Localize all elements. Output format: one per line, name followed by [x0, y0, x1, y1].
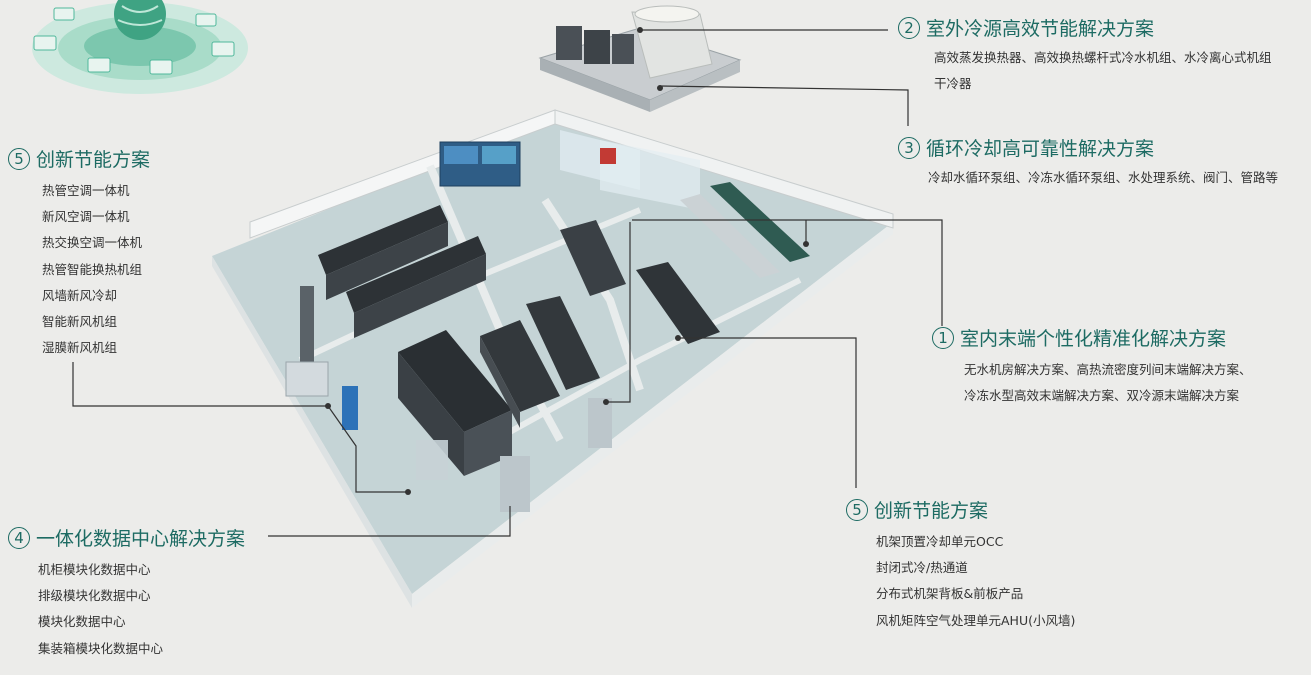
callout-connector-lines	[72, 29, 943, 537]
item-list: 机柜模块化数据中心 排级模块化数据中心 模块化数据中心 集装箱模块化数据中心	[38, 557, 245, 662]
callout-title: 创新节能方案	[36, 149, 151, 171]
callout-title: 室内末端个性化精准化解决方案	[960, 328, 1227, 350]
item-list: 机架顶置冷却单元OCC 封闭式冷/热通道 分布式机架背板&前板产品 风机矩阵空气…	[876, 529, 1075, 634]
list-item: 集装箱模块化数据中心	[38, 640, 164, 656]
list-item: 风墙新风冷却	[42, 287, 118, 303]
callout-number: 1	[932, 326, 954, 349]
list-item: 热交换空调一体机	[42, 235, 143, 251]
callout-number: 3	[898, 136, 920, 159]
callout-title: 循环冷却高可靠性解决方案	[926, 138, 1155, 160]
rooftop-cooling-platform	[538, 5, 742, 112]
list-item: 新风空调一体机	[42, 209, 130, 225]
item-list: 热管空调一体机 新风空调一体机 热交换空调一体机 热管智能换热机组 风墙新风冷却…	[42, 178, 150, 361]
callout-innovation-right: 5 创新节能方案 机架顶置冷却单元OCC 封闭式冷/热通道 分布式机架背板&前板…	[846, 496, 1075, 634]
callout-circulation-cooling: 3 循环冷却高可靠性解决方案 冷却水循环泵组、冷冻水循环泵组、水处理系统、阀门、…	[898, 134, 1278, 191]
callout-number: 5	[846, 498, 868, 521]
network-globe-icon	[32, 0, 248, 94]
callout-outdoor-cooling: 2 室外冷源高效节能解决方案 高效蒸发换热器、高效换热螺杆式冷水机组、水冷离心式…	[898, 14, 1272, 97]
callout-number: 2	[898, 16, 920, 39]
callout-title: 室外冷源高效节能解决方案	[926, 18, 1155, 40]
description-line: 冷冻水型高效末端解决方案、双冷源末端解决方案	[964, 388, 1240, 403]
callout-innovation-left: 5 创新节能方案 热管空调一体机 新风空调一体机 热交换空调一体机 热管智能换热…	[8, 145, 150, 361]
callout-number: 5	[8, 147, 30, 170]
list-item: 热管空调一体机	[42, 183, 130, 198]
rack-row-group	[285, 182, 810, 512]
list-item: 排级模块化数据中心	[38, 588, 151, 604]
callout-indoor-terminal: 1 室内末端个性化精准化解决方案 无水机房解决方案、高热流密度列间末端解决方案、…	[932, 324, 1252, 409]
list-item: 热管智能换热机组	[42, 261, 143, 277]
list-item: 湿膜新风机组	[42, 340, 118, 356]
list-item: 机架顶置冷却单元OCC	[876, 534, 1004, 549]
description-line: 高效蒸发换热器、高效换热螺杆式冷水机组、水冷离心式机组	[934, 50, 1272, 65]
callout-title: 创新节能方案	[874, 500, 989, 522]
list-item: 分布式机架背板&前板产品	[876, 586, 1024, 602]
description-line: 冷却水循环泵组、冷冻水循环泵组、水处理系统、阀门、管路等	[928, 170, 1279, 185]
callout-title: 一体化数据中心解决方案	[36, 528, 246, 550]
list-item: 机柜模块化数据中心	[38, 562, 151, 577]
connector-endpoints	[325, 27, 809, 495]
callout-description: 无水机房解决方案、高热流密度列间末端解决方案、 冷冻水型高效末端解决方案、双冷源…	[964, 357, 1252, 409]
callout-description: 高效蒸发换热器、高效换热螺杆式冷水机组、水冷离心式机组 干冷器	[934, 45, 1272, 97]
callout-number: 4	[8, 526, 30, 549]
callout-description: 冷却水循环泵组、冷冻水循环泵组、水处理系统、阀门、管路等	[928, 165, 1278, 191]
list-item: 风机矩阵空气处理单元AHU(小风墙)	[876, 612, 1076, 628]
list-item: 智能新风机组	[42, 314, 118, 330]
description-line: 干冷器	[934, 76, 972, 91]
list-item: 模块化数据中心	[38, 614, 126, 630]
description-line: 无水机房解决方案、高热流密度列间末端解决方案、	[964, 362, 1252, 377]
callout-integrated-dc: 4 一体化数据中心解决方案 机柜模块化数据中心 排级模块化数据中心 模块化数据中…	[8, 524, 245, 662]
list-item: 封闭式冷/热通道	[876, 560, 968, 576]
